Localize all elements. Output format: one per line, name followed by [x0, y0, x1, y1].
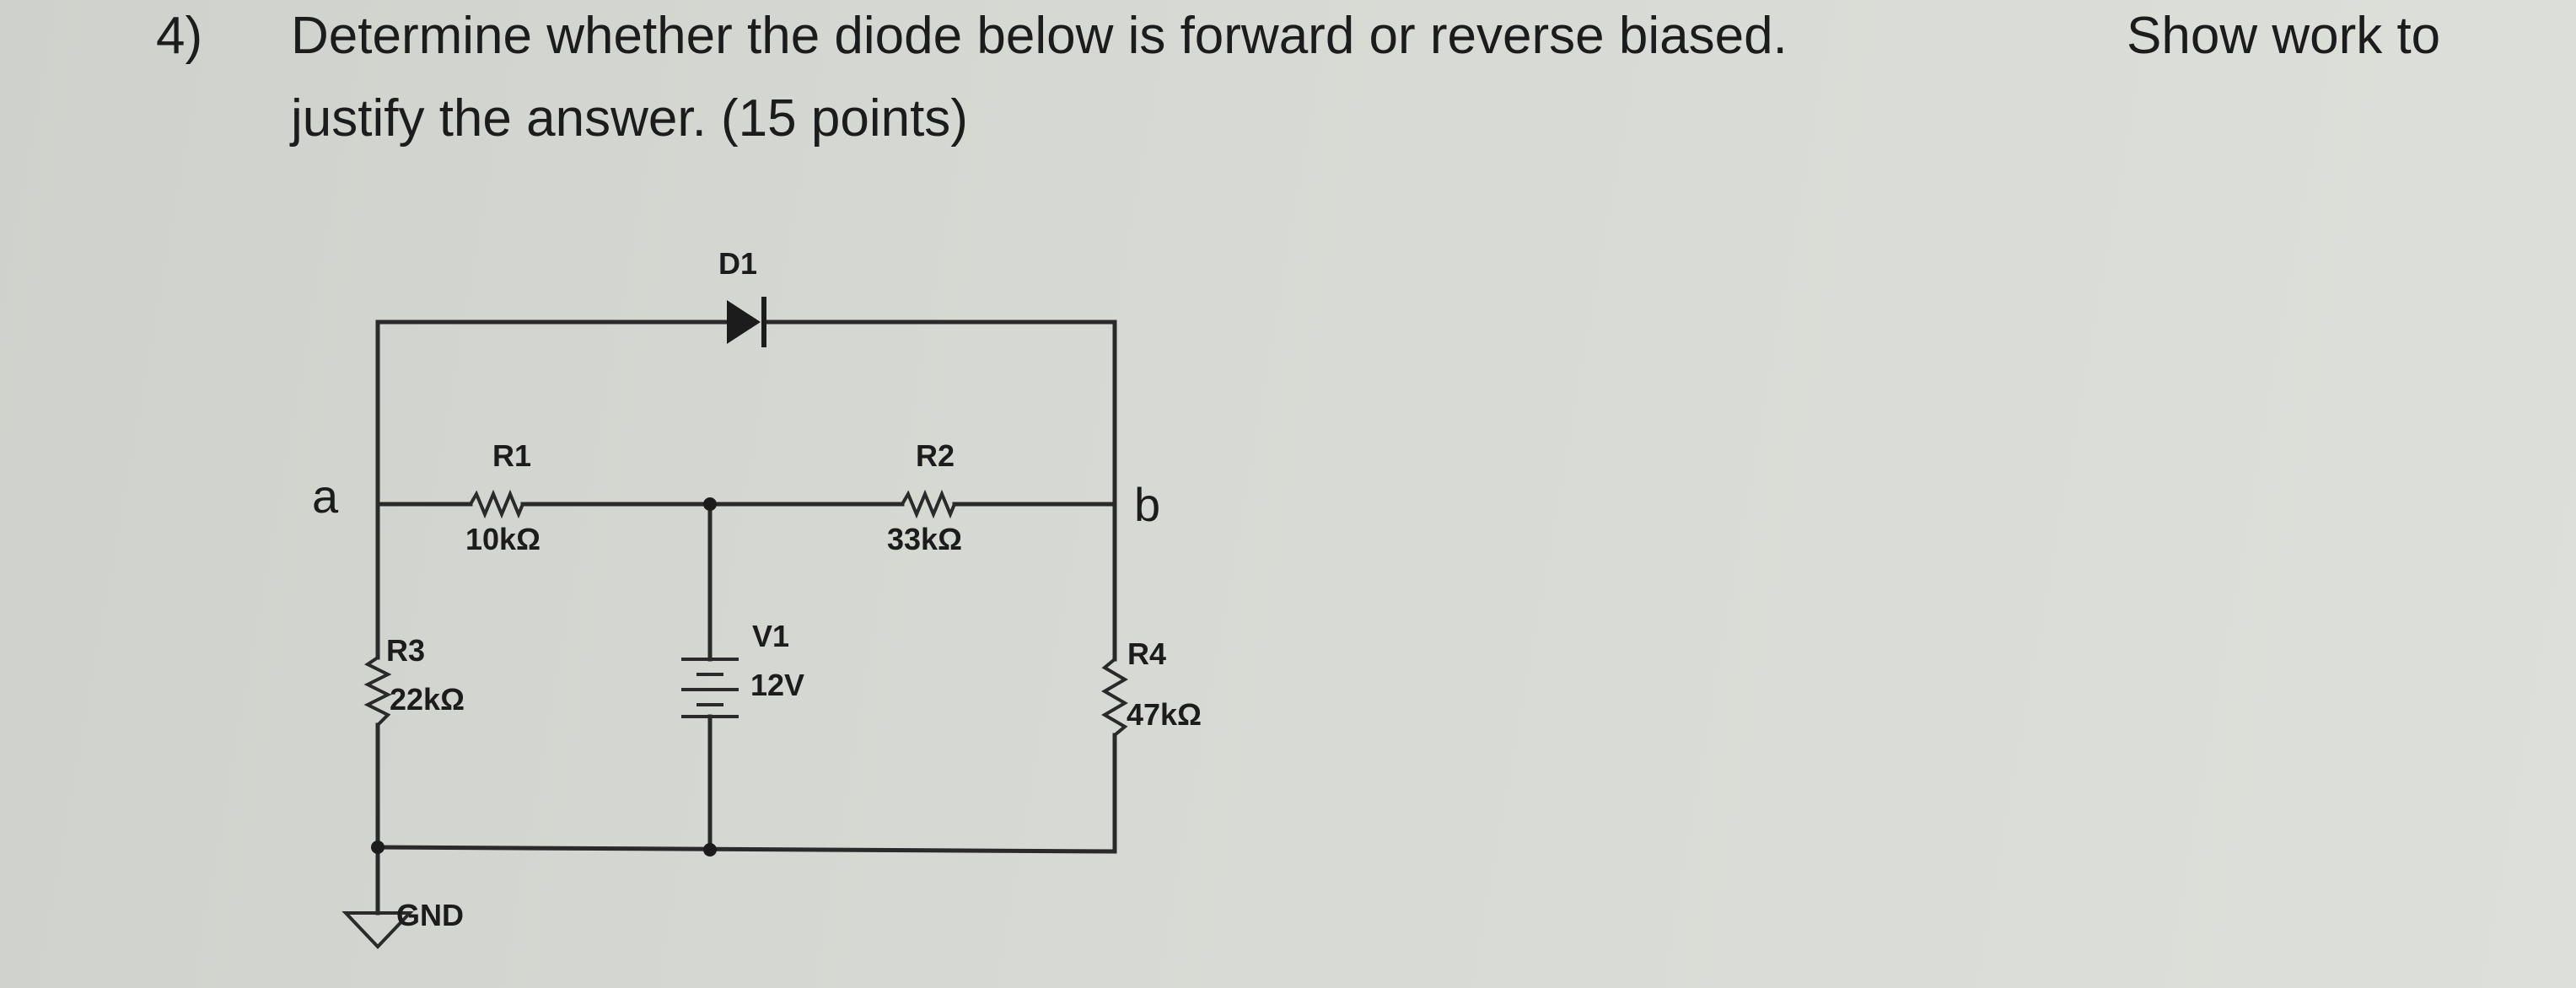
label-r4-name: R4 [1127, 636, 1166, 671]
question-number: 4) [156, 7, 203, 65]
label-v1-value: 12V [750, 668, 804, 702]
resistor-r3 [363, 656, 392, 727]
label-r2-value: 33kΩ [887, 522, 962, 556]
label-v1-name: V1 [752, 619, 789, 653]
resistor-r2 [901, 489, 956, 519]
label-r1-name: R1 [492, 438, 531, 473]
label-r3-value: 22kΩ [390, 682, 465, 717]
label-gnd: GND [396, 898, 464, 932]
label-r1-value: 10kΩ [465, 522, 540, 556]
diode-d1 [727, 297, 766, 347]
question-text-line2: justify the answer. (15 points) [291, 89, 968, 148]
question-text-line1: Determine whether the diode below is for… [291, 7, 1788, 65]
resistor-r1 [469, 489, 524, 519]
label-r4-value: 47kΩ [1127, 697, 1202, 732]
wire-bottom [375, 845, 1117, 854]
question-text-line1-end: Show work to [2127, 7, 2441, 65]
resistor-r4 [1101, 658, 1128, 737]
junction-dot-middle [703, 497, 717, 511]
node-b-label: b [1134, 478, 1160, 531]
label-r3-name: R3 [386, 633, 425, 668]
label-r2-name: R2 [916, 438, 955, 473]
ground-symbol [341, 911, 414, 949]
battery-v1 [681, 658, 739, 718]
junction-dot-bottom-left [371, 840, 385, 854]
wire-top-right [765, 319, 1117, 507]
node-a-label: a [312, 470, 339, 523]
label-d1: D1 [718, 246, 757, 281]
junction-dot-bottom-middle [703, 843, 717, 856]
